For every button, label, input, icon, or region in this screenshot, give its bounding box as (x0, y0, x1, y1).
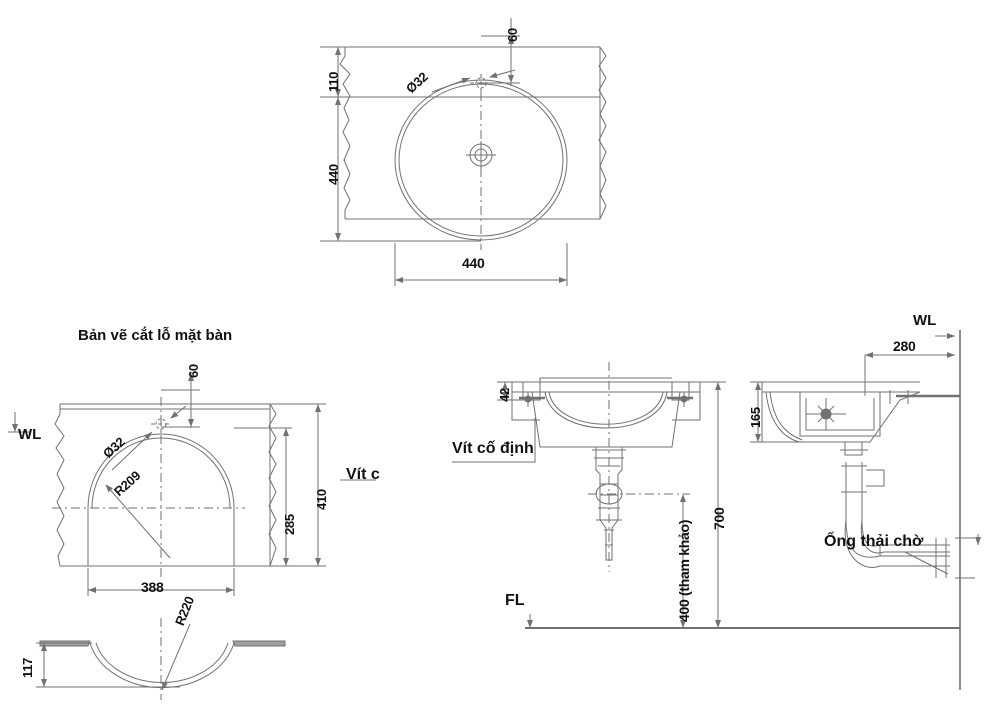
side-section-label-waste-pipe: Ống thải chờ (824, 533, 924, 550)
front-section-label-fixing-screw: Vít cố định (452, 440, 534, 457)
top-plan-dim-back-offset: 110 (326, 71, 341, 92)
cutout-label-wall-line: WL (18, 426, 42, 443)
top-plan-dim-tap-hole-edge: 60 (505, 28, 520, 42)
cutout-dim-cut-width: 388 (141, 579, 164, 595)
cutout-section-dim-bowl-depth: 117 (20, 657, 35, 678)
side-section-label-wall-line: WL (913, 312, 937, 329)
top-plan-dim-overall-depth: 440 (326, 164, 341, 185)
front-section-dim-basin-height: 700 (711, 507, 727, 530)
cutout-label-fixing-screw: Vít c (346, 466, 380, 483)
side-section-dim-bowl-height: 165 (748, 407, 763, 428)
cutout-dim-tap-hole-edge: 60 (186, 364, 201, 378)
cutout-view-title: Bản vẽ cắt lỗ mặt bàn (78, 327, 233, 344)
side-section-dim-projection: 280 (893, 338, 916, 354)
front-section-dim-rim-thickness: 42 (497, 388, 512, 402)
front-section-label-floor-line: FL (505, 592, 525, 609)
front-section-dim-drain-height: 400 (tham khảo) (676, 519, 692, 622)
top-plan-dim-overall-width: 440 (462, 255, 485, 271)
cutout-dim-depth-to-center: 285 (282, 514, 297, 535)
cutout-dim-overall-depth: 410 (314, 489, 329, 510)
